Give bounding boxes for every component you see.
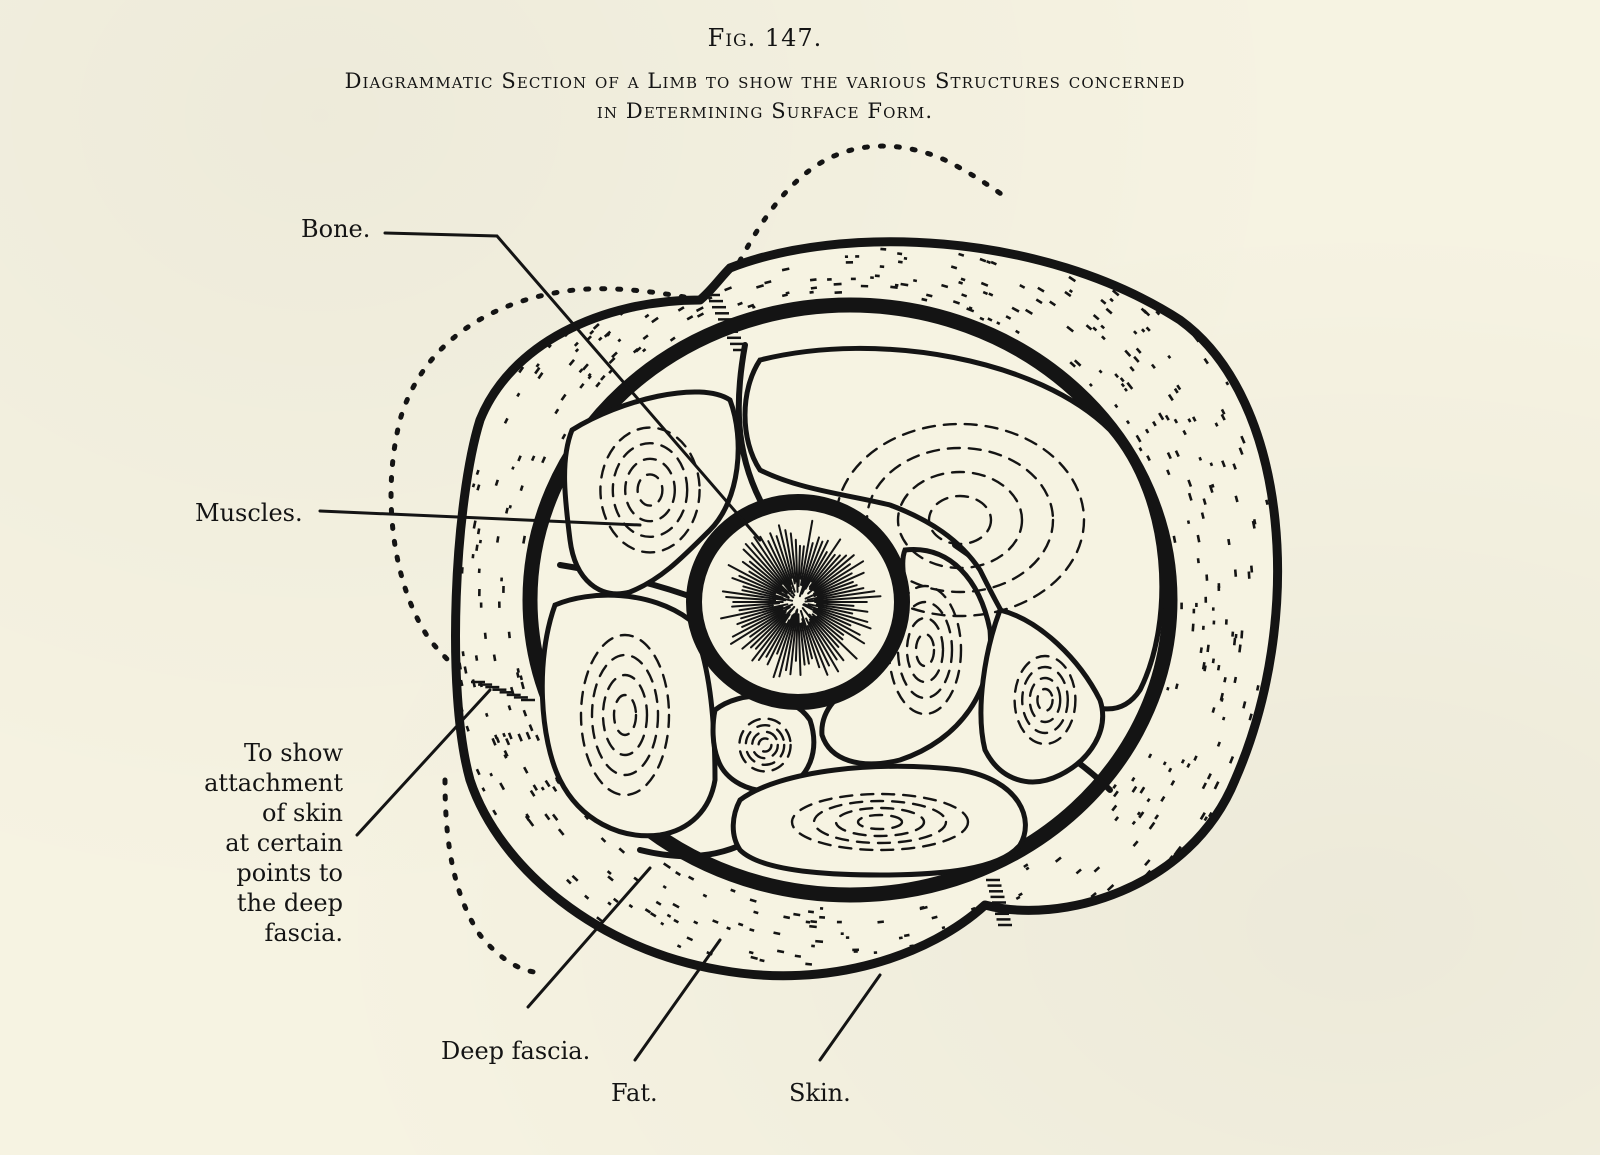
attachment-top [706,293,747,352]
leader-lines [318,231,882,1062]
figure-caption: Diagrammatic Section of a Limb to show t… [150,66,1380,126]
attachment-line-1: To show [244,739,343,767]
caption-line-2: in Determining Surface Form. [596,99,934,123]
leader-deep-fascia [526,866,652,1009]
leader-attachment [355,688,492,837]
attachment-line-5: points to [236,859,343,887]
displaced-skin-outline-top [722,143,1013,293]
attachment-line-4: at certain [225,829,343,857]
attachment-line-2: attachment [204,769,343,797]
muscle-right [978,607,1106,785]
bone-outline [686,494,910,710]
attachment-bottom-right [986,878,1012,927]
figure-number: Fig. 147. [707,24,823,52]
attachment-left [471,680,535,702]
attachment-line-3: of skin [262,799,343,827]
attachment-line-7: fascia. [264,919,343,947]
label-muscles: Muscles. [195,499,303,527]
attachment-line-6: the deep [236,889,343,917]
muscle-upper-left [562,389,741,597]
caption-line-1: Diagrammatic Section of a Limb to show t… [344,69,1186,93]
label-skin-attachment: To show attachment of skin at certain po… [170,738,343,948]
leader-bone [383,231,762,542]
skin-attachment-points [471,293,1012,927]
muscle-striations [579,422,1086,852]
label-fat: Fat. [611,1079,658,1107]
leader-skin [818,973,882,1062]
label-deep-fascia: Deep fascia. [441,1037,591,1065]
label-skin: Skin. [789,1079,851,1107]
leader-fat [633,938,722,1062]
muscle-lower [730,763,1028,878]
displaced-skin-outline-left [388,286,703,691]
leader-muscles [318,509,642,527]
muscles [539,345,1165,878]
label-bone: Bone. [301,215,371,243]
muscle-left [539,592,718,839]
bone-marrow [720,519,882,679]
